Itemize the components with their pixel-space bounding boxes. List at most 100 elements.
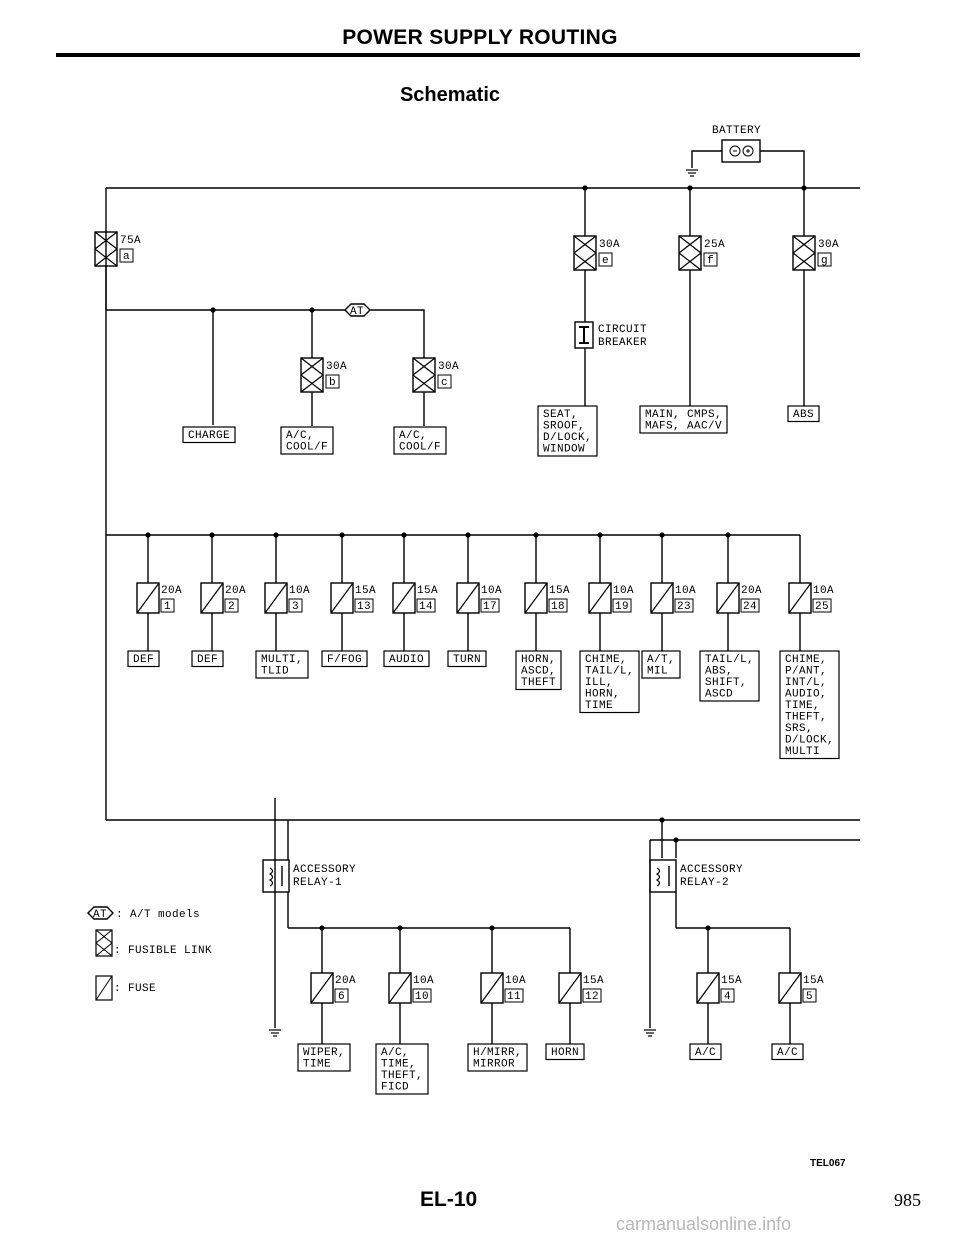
load-box xyxy=(689,1043,722,1061)
relay-bus xyxy=(106,798,860,1037)
relay1-bus xyxy=(287,892,570,931)
wire xyxy=(788,582,812,614)
fuse-number-box xyxy=(720,988,735,1003)
battery-minus-icon xyxy=(729,145,741,157)
fuse-rating: 10A xyxy=(481,585,502,597)
wire xyxy=(678,235,702,254)
load-label: MAFS, AAC/V xyxy=(645,421,722,433)
fuse-number: g xyxy=(821,255,828,267)
load-label: P/ANT, xyxy=(785,666,827,678)
load-label: HORN xyxy=(551,1047,579,1059)
load-label: MULTI xyxy=(785,746,820,758)
fuse-number-box xyxy=(612,598,632,613)
load-box xyxy=(447,650,487,668)
load-box xyxy=(280,426,334,455)
fuse-rating: 10A xyxy=(413,975,434,987)
load-label: WINDOW xyxy=(543,444,585,456)
legend-text: : A/T models xyxy=(116,909,200,921)
load-box xyxy=(545,1043,585,1061)
wire xyxy=(310,972,334,1004)
fuse-rating: 10A xyxy=(505,975,526,987)
fusible-link-icon xyxy=(412,357,436,393)
wire xyxy=(392,582,416,614)
load-label: THEFT, xyxy=(381,1070,423,1082)
load-box xyxy=(383,650,430,668)
fuse-number: 25 xyxy=(815,601,829,613)
wire xyxy=(300,357,324,376)
fuse-number-box xyxy=(674,598,694,613)
fuse-number: 18 xyxy=(551,601,565,613)
fuse-number: b xyxy=(329,377,336,389)
fuse-number: 1 xyxy=(164,601,171,613)
fuse-number-box xyxy=(437,374,452,389)
fusible-link-rating: 30A xyxy=(326,361,347,373)
load-label: D/LOCK, xyxy=(785,735,834,747)
fuse-row-bus xyxy=(106,532,800,538)
fusible-link-icon xyxy=(300,357,324,393)
relay-label: RELAY-2 xyxy=(680,877,729,889)
load-horn-18: HORN,ASCD,THEFT xyxy=(515,650,562,691)
main-bus xyxy=(105,185,860,310)
watermark: carmanualsonline.info xyxy=(616,1214,792,1234)
fuse-number: 11 xyxy=(507,991,521,1003)
relay-coil-icon xyxy=(655,867,661,887)
fuse-number: 12 xyxy=(585,991,599,1003)
wire xyxy=(650,582,674,614)
load-ac-cool-1: A/C,COOL/F xyxy=(280,426,334,455)
schematic-subtitle: Schematic xyxy=(399,84,501,106)
fuse-number-box xyxy=(412,988,432,1003)
wire xyxy=(691,150,722,168)
load-def-1: DEF xyxy=(127,650,160,668)
load-label: TAIL/L, xyxy=(585,666,634,678)
load-label: FICD xyxy=(381,1082,409,1094)
load-audio-14: AUDIO xyxy=(383,650,430,668)
load-main-cmps: MAIN, CMPS,MAFS, AAC/V xyxy=(639,405,728,434)
load-box xyxy=(787,405,820,423)
load-label: MIL xyxy=(647,666,668,678)
wire xyxy=(264,582,288,614)
wire xyxy=(200,582,224,614)
fuse-number-box xyxy=(334,988,349,1003)
fuse-rating: 10A xyxy=(813,585,834,597)
wire xyxy=(330,582,354,614)
load-label: ILL, xyxy=(585,677,613,689)
fuse-number: 3 xyxy=(292,601,299,613)
load-relay2-4: A/C xyxy=(689,1043,722,1061)
fuse-number: a xyxy=(123,251,130,263)
load-seat: SEAT,SROOF,D/LOCK,WINDOW xyxy=(537,405,598,457)
wire xyxy=(678,252,702,271)
load-label: TIME, xyxy=(785,700,820,712)
load-relay1-11: H/MIRR,MIRROR xyxy=(467,1043,528,1072)
fuse-rating: 20A xyxy=(741,585,762,597)
fuse-number-box xyxy=(325,374,340,389)
fuse-number-box xyxy=(416,598,436,613)
load-label: AUDIO, xyxy=(785,689,827,701)
load-turn-17: TURN xyxy=(447,650,487,668)
legend: AT: A/T models: FUSIBLE LINK: FUSE xyxy=(87,906,212,1001)
wire xyxy=(412,357,436,376)
load-label: SEAT, xyxy=(543,409,578,421)
fuse-number-box xyxy=(740,598,760,613)
fusible-link-b: 30A b xyxy=(300,357,347,393)
load-label: A/T, xyxy=(647,654,675,666)
fuse-number-box xyxy=(802,988,817,1003)
load-label: COOL/F xyxy=(286,442,328,454)
fuse-number-box xyxy=(288,598,303,613)
fuse-number-box xyxy=(119,248,134,263)
fuse-number: 19 xyxy=(615,601,629,613)
load-label: TAIL/L, xyxy=(705,654,754,666)
fuse-number-box xyxy=(480,598,500,613)
load-label: MIRROR xyxy=(473,1059,515,1071)
load-label: COOL/F xyxy=(399,442,441,454)
fuse-number: 13 xyxy=(357,601,371,613)
